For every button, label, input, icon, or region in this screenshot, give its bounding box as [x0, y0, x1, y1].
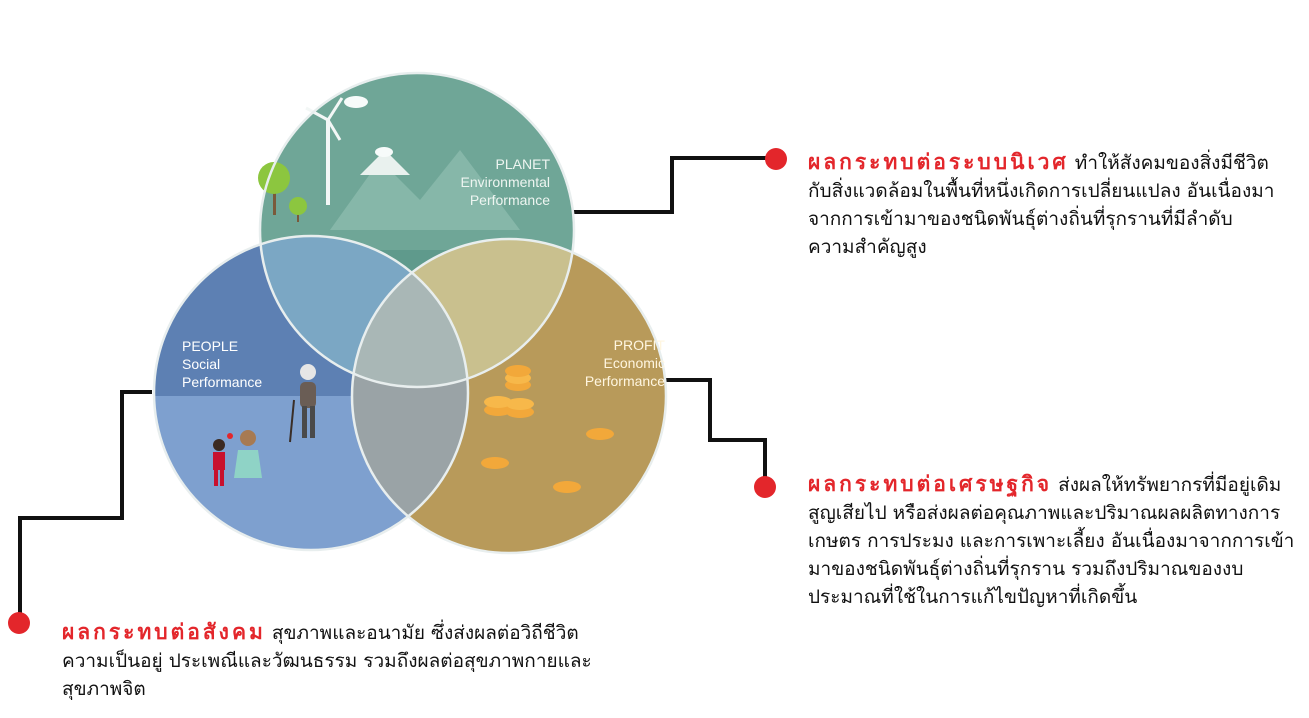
overlap-center [352, 239, 468, 387]
people-label: PEOPLE Social Performance [182, 337, 262, 391]
economic-impact-heading: ผลกระทบต่อเศรษฐกิจ [808, 472, 1053, 496]
wind-turbine-icon [305, 97, 344, 205]
profit-performance: Performance [584, 373, 665, 389]
profit-title: PROFIT [613, 337, 665, 353]
ecosystem-impact-heading: ผลกระทบต่อระบบนิเวศ [808, 150, 1069, 174]
economic-impact-text: ผลกระทบต่อเศรษฐกิจ ส่งผลให้ทรัพยากรที่มี… [808, 470, 1298, 611]
profit-subtitle: Economic [603, 355, 665, 371]
coin-stack-icon [484, 365, 534, 418]
connector-social [18, 390, 152, 618]
coin-icon [481, 428, 614, 493]
social-impact-text: ผลกระทบต่อสังคม สุขภาพและอนามัย ซึ่งส่งผ… [62, 618, 622, 703]
planet-performance: Performance [469, 192, 550, 208]
cloud-icon [344, 96, 393, 157]
ecosystem-impact-body: ทำให้สังคมของสิ่งมีชีวิตกับสิ่งแวดล้อมใน… [808, 152, 1275, 258]
planet-title: PLANET [495, 156, 550, 172]
connector-ecosystem [572, 156, 770, 214]
economic-impact-body: ส่งผลให้ทรัพยากรที่มีอยู่เดิมสูญเสียไป ห… [808, 474, 1295, 608]
people-title: PEOPLE [182, 338, 239, 354]
bullet-ecosystem [765, 148, 787, 170]
planet-label: PLANET Environmental Performance [430, 155, 551, 209]
people-performance: Performance [182, 374, 263, 390]
people-subtitle: Social [182, 356, 221, 372]
social-impact-body: สุขภาพและอนามัย ซึ่งส่งผลต่อวิถีชีวิต คว… [62, 622, 592, 700]
bullet-economic [754, 476, 776, 498]
bullet-social [8, 612, 30, 634]
social-impact-heading: ผลกระทบต่อสังคม [62, 620, 266, 644]
elderly-man-icon [289, 364, 316, 443]
connector-economic [660, 378, 767, 478]
profit-label: PROFIT Economic Performance [525, 336, 665, 390]
children-icon [213, 430, 262, 486]
planet-subtitle: Environmental [460, 174, 551, 190]
ecosystem-impact-text: ผลกระทบต่อระบบนิเวศ ทำให้สังคมของสิ่งมีช… [808, 148, 1278, 261]
